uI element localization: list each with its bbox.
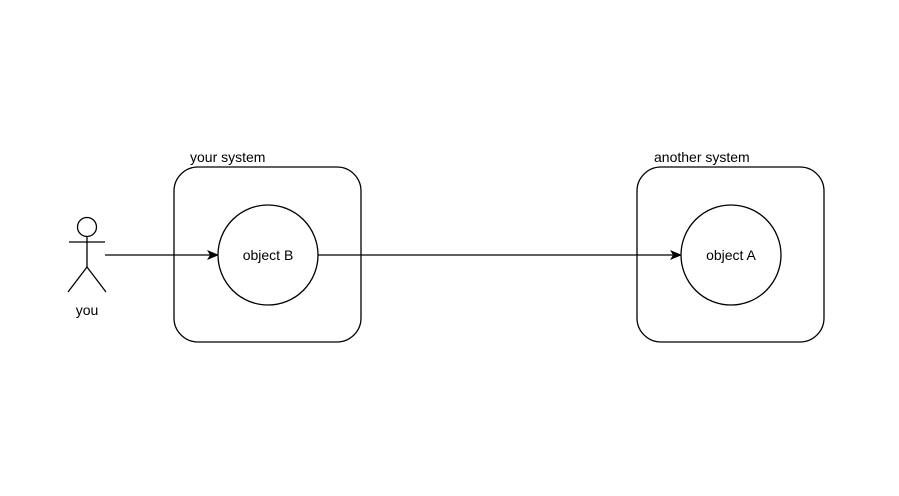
object-label: object A (706, 247, 756, 263)
actor-label: you (76, 302, 99, 318)
stick-figure-icon (67, 216, 107, 293)
actor-you[interactable]: you (67, 216, 107, 319)
system-label: another system (654, 149, 750, 165)
object-circle (217, 204, 319, 306)
object-label: object B (243, 247, 294, 263)
object-a-node[interactable]: object A (680, 204, 782, 306)
object-b-node[interactable]: object B (217, 204, 319, 306)
object-circle (680, 204, 782, 306)
system-label: your system (190, 149, 265, 165)
